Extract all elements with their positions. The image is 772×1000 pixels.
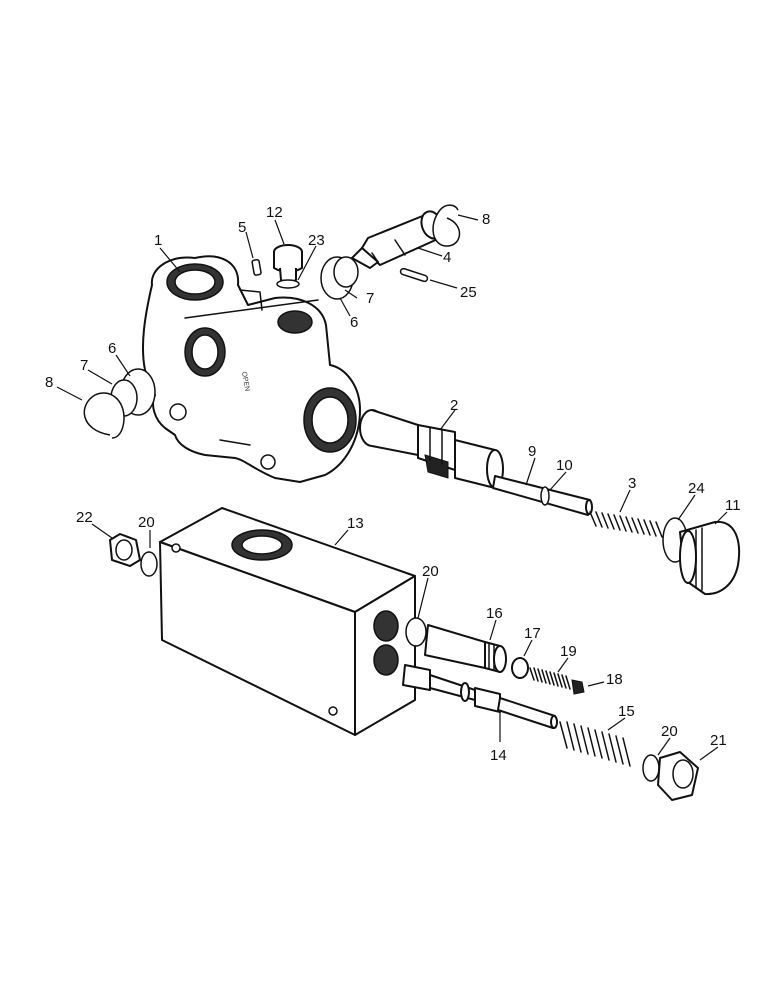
callout-4: 4 [443, 249, 451, 266]
callout-2: 2 [450, 397, 458, 414]
fitting-21 [657, 751, 699, 801]
callout-7-top: 7 [366, 290, 374, 307]
circlip-8-top [432, 204, 461, 247]
poppet-17 [511, 657, 529, 679]
callout-22: 22 [76, 509, 93, 526]
callout-21: 21 [710, 732, 727, 749]
o-ring-20-left [140, 551, 158, 577]
callout-5: 5 [238, 219, 246, 236]
plug-11 [679, 520, 741, 596]
callout-16: 16 [486, 605, 503, 622]
callout-18: 18 [606, 671, 623, 688]
o-ring-23 [276, 279, 300, 289]
callout-25: 25 [460, 284, 477, 301]
roll-pin [251, 258, 262, 276]
callout-23: 23 [308, 232, 325, 249]
rod-9 [492, 475, 593, 516]
leader-lines [56, 214, 728, 761]
callout-8-left: 8 [45, 374, 53, 391]
rod-14 [402, 664, 558, 729]
o-ring-20-right [642, 754, 660, 782]
callout-15: 15 [618, 703, 635, 720]
callout-8-top: 8 [482, 211, 490, 228]
cast-marking-open: OPEN [240, 371, 250, 392]
spring-15 [559, 721, 631, 767]
o-ring-20-block [405, 617, 427, 647]
spool-2 [359, 409, 504, 489]
callout-10: 10 [556, 457, 573, 474]
callout-11: 11 [725, 497, 741, 514]
callout-19: 19 [560, 643, 577, 660]
washer-10 [540, 486, 550, 506]
callout-20-block: 20 [422, 563, 439, 580]
callout-labels: 1 2 3 4 5 6 6 7 7 8 8 9 10 11 12 13 14 1… [45, 204, 741, 764]
callout-17: 17 [524, 625, 541, 642]
callout-24: 24 [688, 480, 705, 497]
callout-13: 13 [347, 515, 364, 532]
ring-6-top [333, 256, 359, 288]
callout-20-left: 20 [138, 514, 155, 531]
spool-16 [424, 624, 507, 673]
callout-20-right: 20 [661, 723, 678, 740]
valve-body-casting: OPEN [141, 255, 361, 483]
screw-18 [571, 679, 585, 695]
callout-12: 12 [266, 204, 283, 221]
callout-1: 1 [154, 232, 162, 249]
callout-9: 9 [528, 443, 536, 460]
fitting-22 [109, 533, 141, 567]
pin-25 [399, 267, 429, 283]
spring-3 [589, 511, 663, 538]
callout-6-left: 6 [108, 340, 116, 357]
cartridge-4 [351, 210, 444, 269]
callout-7-left: 7 [80, 357, 88, 374]
callout-6-top: 6 [350, 314, 358, 331]
lower-valve-block [159, 507, 416, 736]
plug-12 [273, 244, 303, 283]
spring-19 [529, 667, 571, 690]
circlip-8-left [83, 392, 125, 439]
callout-3: 3 [628, 475, 636, 492]
callout-14: 14 [490, 747, 507, 764]
